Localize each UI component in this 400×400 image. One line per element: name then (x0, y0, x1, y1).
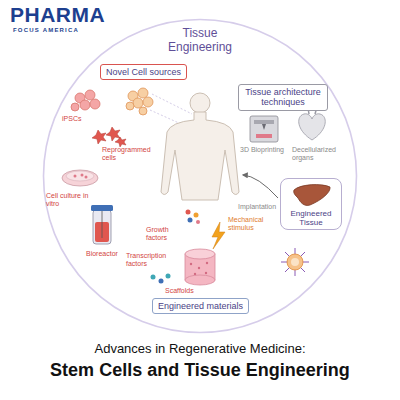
scaffold-part (190, 263, 192, 265)
ipsc-cells (71, 90, 100, 111)
implantation-arrow (243, 175, 278, 198)
human-figure-part (190, 93, 210, 113)
human-figure-part (161, 112, 239, 200)
liver-shape (294, 185, 330, 206)
stem-cell-cluster-part (133, 98, 143, 108)
lightning-bolt (212, 222, 225, 249)
ipsc-cells-part (90, 99, 100, 109)
part-label: Implantation (238, 203, 276, 211)
ipsc-cells-part (85, 90, 95, 100)
petri-dish-part (62, 170, 98, 186)
scaffold-part (185, 249, 215, 259)
part-label: 3D Bioprinting (240, 146, 284, 154)
part-label: Cell culture in vitro (46, 192, 90, 208)
scaffold-part (185, 275, 215, 285)
circle-outline-ring (44, 20, 357, 333)
stem-cell-cluster-part (138, 88, 148, 98)
reprogrammed-cells-part (115, 137, 126, 147)
category-box: Novel Cell sources (100, 64, 187, 80)
petri-dish-part (74, 175, 77, 178)
heart-organ-part (299, 114, 326, 140)
part-label: Growth factors (146, 226, 182, 242)
transcription-factors (151, 274, 171, 284)
nanoparticle-part (287, 254, 303, 270)
diagram-heading: Tissue Engineering (162, 26, 238, 55)
logo-wordmark: PHARMA (10, 3, 105, 27)
nanoparticle-part (291, 258, 299, 266)
part-label: Bioreactor (86, 250, 118, 258)
box-label: Tissue architecture techniques (244, 87, 322, 108)
transcription-factors-part (151, 275, 156, 280)
nanoparticle-part-part (285, 252, 305, 272)
zoom-lines-part (152, 94, 192, 114)
part-label: iPSCs (62, 115, 81, 123)
heart-organ (299, 107, 326, 140)
ipsc-cells-part (71, 103, 79, 111)
part-label: Decellularized organs (292, 146, 350, 162)
topic-circle: Tissue EngineeringNovel Cell sourcesTiss… (42, 18, 358, 334)
part-label: Transcription factors (126, 252, 172, 268)
lightning-bolt-part (212, 222, 225, 249)
petri-dish-part (66, 171, 94, 181)
reprogrammed-cells-part (106, 127, 120, 141)
box-label: Engineered Tissue (286, 209, 336, 227)
bioreactor (91, 205, 113, 244)
petri-dish-part (85, 176, 88, 179)
box-label: Novel Cell sources (106, 67, 181, 77)
bioreactor-part (93, 210, 111, 244)
stem-cell-cluster-part (143, 97, 153, 107)
circle-outline (42, 18, 358, 334)
scaffold-part (198, 267, 200, 269)
scaffold-part (205, 272, 207, 274)
stem-cell-cluster-part (139, 107, 147, 115)
nanoparticle (281, 248, 309, 276)
stem-cell-cluster (126, 88, 153, 115)
bioreactor-part (91, 205, 113, 211)
growth-factors-part (194, 213, 199, 218)
tissue-box: Engineered Tissue (280, 178, 342, 230)
nanoparticle-part (281, 248, 309, 276)
bioreactor-part (102, 211, 103, 238)
stem-cell-cluster-part (126, 102, 134, 110)
logo-subline: FOCUS AMERICA (13, 27, 79, 34)
scaffold (185, 249, 215, 285)
scaffold-part (206, 262, 208, 264)
bioprinter-part (262, 124, 266, 130)
bioprinter (250, 116, 278, 142)
implantation-arrow-part (243, 175, 278, 198)
bioprinter-part (256, 134, 272, 138)
page-title: Stem Cells and Tissue Engineering (0, 360, 400, 381)
human-figure (161, 93, 239, 200)
category-box: Tissue architecture techniques (238, 84, 328, 111)
reprogrammed-cells-part (92, 130, 106, 144)
growth-factors (186, 210, 201, 225)
part-label: Reprogrammed cells (102, 146, 152, 162)
growth-factors-part (186, 210, 191, 215)
nanoparticle-part-part (285, 252, 305, 272)
scaffold-part (194, 273, 196, 275)
petri-dish-part (81, 174, 84, 177)
category-box: Engineered materials (152, 298, 249, 314)
ipsc-cells-part (80, 100, 90, 110)
liver-icon (292, 182, 332, 208)
part-label: Scaffolds (165, 287, 194, 295)
bioprinter-part (254, 120, 274, 124)
transcription-factors-part (166, 274, 171, 279)
reprogrammed-cells (92, 127, 126, 147)
bioprinter-part (250, 116, 278, 142)
box-label: Engineered materials (158, 301, 243, 311)
transcription-factors-part (159, 279, 164, 284)
caption-line: Advances in Regenerative Medicine: (0, 342, 400, 357)
petri-dish (62, 170, 98, 186)
growth-factors-part (188, 218, 193, 223)
part-label: Mechanical stimulus (228, 216, 272, 232)
growth-factors-part (196, 220, 200, 224)
